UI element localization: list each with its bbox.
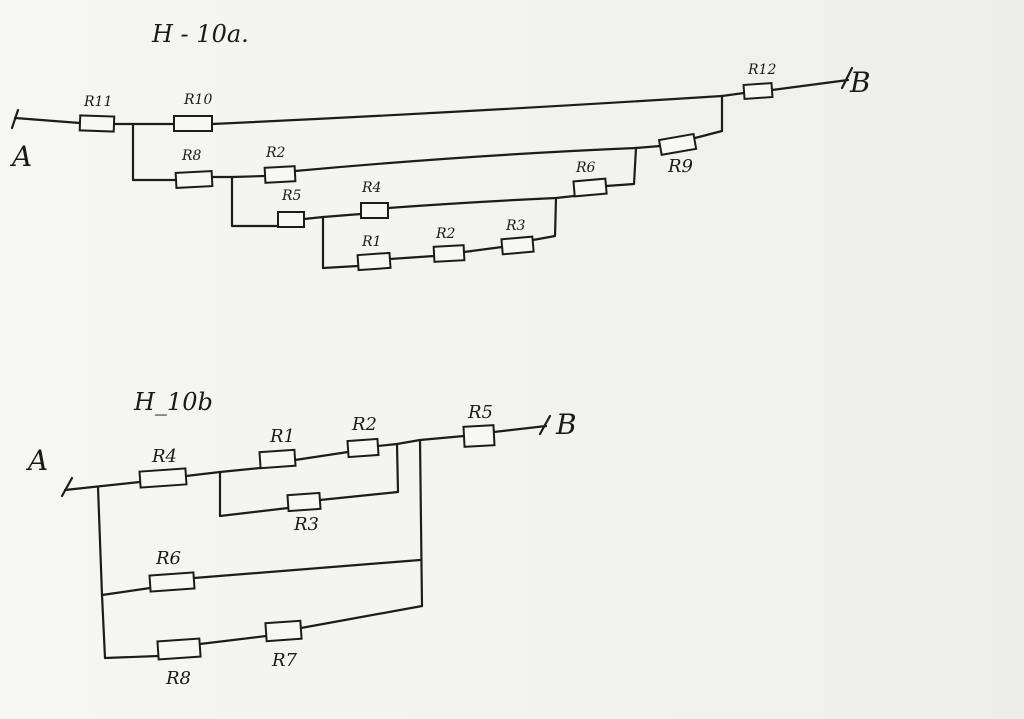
h10b-label-r7: R7 xyxy=(271,650,298,671)
h10b-label-r6: R6 xyxy=(155,548,181,569)
h10b-terminal-b-tick xyxy=(538,414,552,436)
h10a-title: H - 10a. xyxy=(151,20,249,48)
h10a-label-r9: R9 xyxy=(667,156,693,177)
h10a-wire xyxy=(210,94,724,126)
h10b-wire xyxy=(299,604,424,630)
h10a-resistor-r8 xyxy=(174,170,214,189)
h10b-resistor-r8 xyxy=(156,637,202,661)
h10a-label-r5: R5 xyxy=(281,188,302,204)
h10b-label-r4: R4 xyxy=(151,446,177,467)
h10a-wire xyxy=(770,78,850,92)
h10b-wire xyxy=(184,466,262,478)
h10b-wire xyxy=(198,634,268,646)
h10b-resistor-r4 xyxy=(138,467,188,489)
h10b-wire xyxy=(96,485,107,660)
h10a-resistor-r9 xyxy=(657,132,698,156)
h10a-wire xyxy=(604,146,638,188)
h10a-label-r12: R12 xyxy=(747,62,776,78)
h10a-label-r10: R10 xyxy=(183,92,212,108)
circuit-h10b: H_10b A R4 R1 R2 R5 B R3 R6 xyxy=(25,388,577,689)
h10a-label-r1: R1 xyxy=(361,234,381,250)
h10a-wire xyxy=(693,94,724,140)
h10b-resistor-r7 xyxy=(264,619,303,643)
h10a-resistor-r2 xyxy=(263,165,297,184)
h10a-label-r4: R4 xyxy=(361,180,381,196)
h10a-resistor-r12 xyxy=(742,81,774,101)
h10a-wire xyxy=(386,194,576,210)
h10b-wire xyxy=(218,470,290,518)
h10a-wire xyxy=(13,116,82,125)
circuit-h10a: H - 10a. A B R11 R10 R12 R8 R2 xyxy=(9,20,871,272)
h10a-label-r11: R11 xyxy=(83,94,112,110)
h10a-wire xyxy=(302,212,363,221)
h10a-wire xyxy=(131,122,178,182)
h10b-terminal-a-tick xyxy=(60,476,74,498)
h10a-resistor-r10 xyxy=(173,115,213,132)
h10b-title: H_10b xyxy=(133,388,213,416)
h10a-resistor-r6 xyxy=(572,177,608,198)
h10a-label-r7: R2 xyxy=(435,226,456,242)
h10b-resistor-r5 xyxy=(462,424,496,448)
h10b-terminal-a-label: A xyxy=(25,444,48,477)
h10b-wire xyxy=(100,586,152,597)
h10a-resistor-r4 xyxy=(360,202,389,219)
h10a-wire xyxy=(531,196,558,242)
h10a-terminal-a-label: A xyxy=(9,140,32,173)
h10a-resistor-r5 xyxy=(277,211,305,228)
h10a-resistor-r7 xyxy=(432,244,466,263)
h10a-wire xyxy=(634,144,662,150)
h10a-resistor-r3 xyxy=(500,235,535,256)
h10a-label-r2: R2 xyxy=(265,145,286,161)
h10a-label-r3: R3 xyxy=(505,218,526,234)
h10a-wire xyxy=(230,175,280,228)
h10b-wire xyxy=(418,438,424,608)
h10a-label-r8: R8 xyxy=(181,148,202,164)
h10b-wire xyxy=(492,424,548,434)
h10b-resistor-r2 xyxy=(346,437,380,459)
h10a-resistor-r11 xyxy=(78,114,116,133)
h10b-wire xyxy=(376,434,466,448)
h10a-resistor-r1 xyxy=(356,251,392,272)
h10a-wire xyxy=(388,254,436,261)
h10a-wire xyxy=(462,245,504,254)
h10b-resistor-r6 xyxy=(148,571,196,593)
h10b-label-r2: R2 xyxy=(351,414,377,435)
h10a-wire xyxy=(293,146,638,173)
h10a-label-r6: R6 xyxy=(575,160,596,176)
h10b-label-r3: R3 xyxy=(293,514,319,535)
h10b-label-r5: R5 xyxy=(467,402,493,423)
h10b-label-r1: R1 xyxy=(269,426,295,447)
h10a-wire xyxy=(321,215,360,270)
h10a-terminal-b-label: B xyxy=(849,66,871,99)
h10a-terminal-b-tick xyxy=(840,66,854,90)
h10a-wire xyxy=(230,174,267,179)
h10b-resistor-r3 xyxy=(286,491,322,513)
h10b-terminal-b-label: B xyxy=(555,408,577,441)
h10b-wire xyxy=(318,442,400,502)
h10b-label-r8: R8 xyxy=(165,668,191,689)
h10b-wire xyxy=(103,654,160,660)
h10b-wire xyxy=(63,480,142,492)
h10b-resistor-r1 xyxy=(258,448,297,470)
h10a-wire xyxy=(720,91,746,98)
h10b-wire xyxy=(192,558,422,580)
h10b-wire xyxy=(293,450,350,462)
